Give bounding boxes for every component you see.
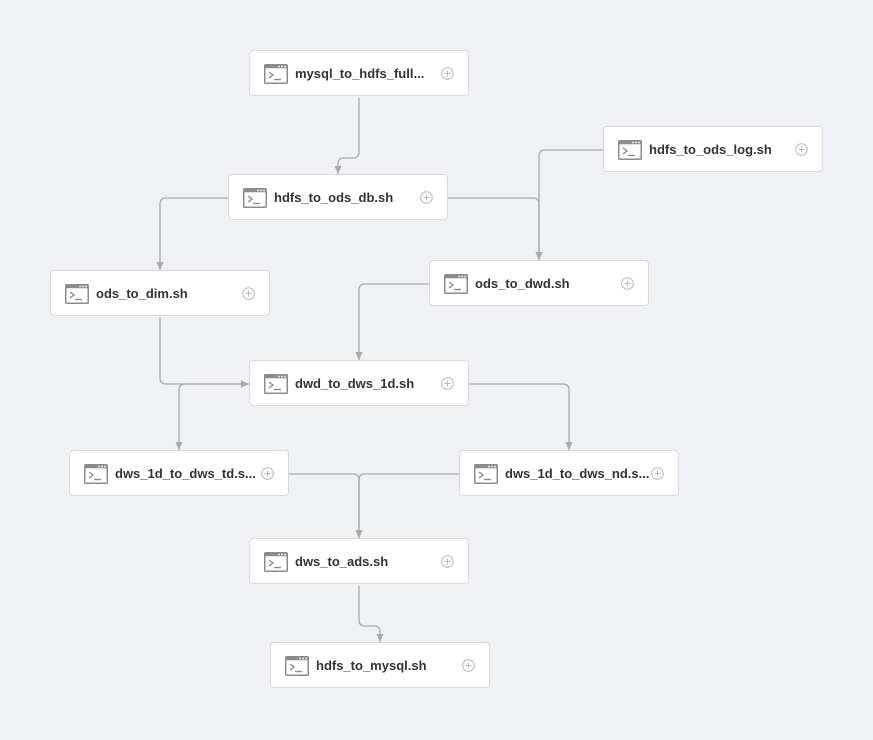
task-node-label: dws_1d_to_dws_nd.s... <box>505 466 650 481</box>
terminal-icon <box>264 64 288 84</box>
add-icon[interactable] <box>242 287 255 300</box>
task-node-dws-to-ads[interactable]: dws_to_ads.sh <box>249 538 469 584</box>
add-icon[interactable] <box>651 467 664 480</box>
task-node-mysql-to-hdfs-full[interactable]: mysql_to_hdfs_full... <box>249 50 469 96</box>
task-node-dws-1d-to-dws-td[interactable]: dws_1d_to_dws_td.s... <box>69 450 289 496</box>
edge-hdfs-to-ods-db-to-ods-to-dim <box>156 197 228 270</box>
edge-ods-to-dim-to-dwd-to-dws-1d <box>159 318 249 388</box>
edge-dwd-to-dws-1d-to-dws-1d-to-dws-td <box>175 383 249 450</box>
terminal-icon <box>618 140 642 160</box>
task-node-dws-1d-to-dws-nd[interactable]: dws_1d_to_dws_nd.s... <box>459 450 679 496</box>
task-node-label: ods_to_dim.sh <box>96 286 188 301</box>
task-node-label: dws_1d_to_dws_td.s... <box>115 466 256 481</box>
terminal-icon <box>285 656 309 676</box>
add-icon[interactable] <box>462 659 475 672</box>
add-icon[interactable] <box>621 277 634 290</box>
task-node-ods-to-dim[interactable]: ods_to_dim.sh <box>50 270 270 316</box>
terminal-icon <box>264 552 288 572</box>
task-node-label: dwd_to_dws_1d.sh <box>295 376 415 391</box>
edge-hdfs-to-ods-log-to-ods-to-dwd <box>535 149 603 260</box>
terminal-icon <box>474 464 498 484</box>
task-node-label: hdfs_to_mysql.sh <box>316 658 427 673</box>
add-icon[interactable] <box>261 467 274 480</box>
edge-ods-to-dwd-to-dwd-to-dws-1d <box>355 283 429 360</box>
add-icon[interactable] <box>420 191 433 204</box>
edge-hdfs-to-ods-db-to-ods-to-dwd <box>448 197 543 260</box>
task-node-hdfs-to-ods-db[interactable]: hdfs_to_ods_db.sh <box>228 174 448 220</box>
add-icon[interactable] <box>795 143 808 156</box>
terminal-icon <box>243 188 267 208</box>
task-node-hdfs-to-ods-log[interactable]: hdfs_to_ods_log.sh <box>603 126 823 172</box>
edge-dwd-to-dws-1d-to-dws-1d-to-dws-nd <box>469 383 573 450</box>
task-node-label: hdfs_to_ods_log.sh <box>649 142 772 157</box>
task-node-hdfs-to-mysql[interactable]: hdfs_to_mysql.sh <box>270 642 490 688</box>
terminal-icon <box>264 374 288 394</box>
task-node-dwd-to-dws-1d[interactable]: dwd_to_dws_1d.sh <box>249 360 469 406</box>
terminal-icon <box>65 284 89 304</box>
add-icon[interactable] <box>441 555 454 568</box>
edge-mysql-to-hdfs-full-to-hdfs-to-ods-db <box>334 98 360 174</box>
edge-dws-1d-to-dws-nd-to-dws-to-ads <box>355 473 459 538</box>
terminal-icon <box>444 274 468 294</box>
task-node-ods-to-dwd[interactable]: ods_to_dwd.sh <box>429 260 649 306</box>
add-icon[interactable] <box>441 377 454 390</box>
terminal-icon <box>84 464 108 484</box>
task-node-label: dws_to_ads.sh <box>295 554 389 569</box>
edge-dws-1d-to-dws-td-to-dws-to-ads <box>289 473 363 538</box>
task-node-label: hdfs_to_ods_db.sh <box>274 190 394 205</box>
task-node-label: ods_to_dwd.sh <box>475 276 570 291</box>
task-node-label: mysql_to_hdfs_full... <box>295 66 425 81</box>
edge-dws-to-ads-to-hdfs-to-mysql <box>358 586 384 642</box>
add-icon[interactable] <box>441 67 454 80</box>
